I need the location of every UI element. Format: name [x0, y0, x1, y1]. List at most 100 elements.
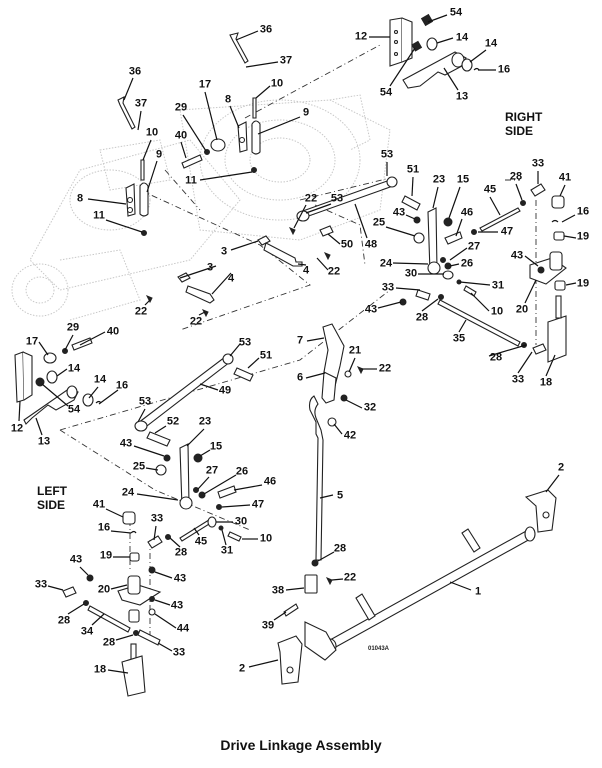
right-side-line-1: RIGHT	[505, 110, 543, 124]
callout-34: 34	[80, 625, 94, 638]
callout-15: 15	[456, 173, 470, 186]
callout-52: 52	[166, 415, 180, 428]
callout-33: 33	[511, 373, 525, 386]
callout-22: 22	[343, 571, 357, 584]
right-side-label: RIGHT SIDE	[505, 110, 542, 138]
callout-22: 22	[134, 305, 148, 318]
leader-lines	[18, 14, 577, 674]
callout-16: 16	[115, 379, 129, 392]
callout-43: 43	[119, 437, 133, 450]
callout-46: 46	[263, 475, 277, 488]
callout-28: 28	[174, 546, 188, 559]
part-38-39-clevis	[283, 574, 333, 617]
callout-30: 30	[234, 515, 248, 528]
callout-40: 40	[174, 129, 188, 142]
callout-32: 32	[363, 401, 377, 414]
callout-54: 54	[449, 6, 463, 19]
callout-43: 43	[170, 599, 184, 612]
callout-2: 2	[238, 662, 246, 675]
callout-46: 46	[460, 206, 474, 219]
callout-15: 15	[209, 440, 223, 453]
fasteners-right-upper	[411, 13, 480, 72]
part-51-52-links	[146, 195, 421, 447]
diagram-title: Drive Linkage Assembly	[220, 737, 382, 753]
callout-24: 24	[121, 486, 135, 499]
callout-4: 4	[302, 264, 310, 277]
callout-25: 25	[132, 460, 146, 473]
callout-22: 22	[378, 362, 392, 375]
callout-10: 10	[270, 77, 284, 90]
callout-29: 29	[174, 101, 188, 114]
callout-5: 5	[336, 489, 344, 502]
part-pivot-stack-left	[62, 511, 163, 697]
callout-20: 20	[97, 583, 111, 596]
callout-18: 18	[539, 376, 553, 389]
callout-10: 10	[490, 305, 504, 318]
part-45-rods	[165, 200, 526, 542]
callout-11: 11	[185, 174, 197, 187]
callout-45: 45	[194, 535, 208, 548]
callout-42: 42	[343, 429, 357, 442]
callout-35: 35	[452, 332, 466, 345]
callout-26: 26	[460, 257, 474, 270]
callout-50: 50	[340, 238, 354, 251]
part-pivot-stack-right	[521, 183, 567, 363]
callout-33: 33	[34, 578, 48, 591]
callout-37: 37	[279, 54, 293, 67]
callout-9: 9	[155, 148, 163, 161]
callout-25: 25	[372, 216, 386, 229]
callout-43: 43	[173, 572, 187, 585]
part-12-bracket-right	[389, 17, 413, 67]
callout-23: 23	[198, 415, 212, 428]
left-side-line-1: LEFT	[37, 484, 67, 498]
callout-28: 28	[333, 542, 347, 555]
callout-16: 16	[497, 63, 511, 76]
callout-33: 33	[150, 512, 164, 525]
callout-53: 53	[380, 148, 394, 161]
callout-10: 10	[145, 126, 159, 139]
callout-12: 12	[354, 30, 368, 43]
callout-14: 14	[455, 31, 469, 44]
callout-39: 39	[261, 619, 275, 632]
transmission-background	[11, 94, 391, 321]
callout-41: 41	[558, 171, 572, 184]
callout-27: 27	[467, 240, 481, 253]
callout-21: 21	[348, 344, 362, 357]
callout-53: 53	[138, 395, 152, 408]
callout-8: 8	[76, 192, 84, 205]
callout-22: 22	[189, 315, 203, 328]
callout-9: 9	[302, 106, 310, 119]
part-48-rod	[296, 176, 398, 237]
callout-43: 43	[510, 249, 524, 262]
callout-36: 36	[259, 23, 273, 36]
callout-16: 16	[97, 521, 111, 534]
callout-43: 43	[69, 553, 83, 566]
callout-1: 1	[474, 585, 482, 598]
callout-14: 14	[67, 362, 81, 375]
callout-19: 19	[99, 549, 113, 562]
callout-54: 54	[379, 86, 393, 99]
part-13-arm-right	[402, 51, 467, 89]
callout-53: 53	[330, 192, 344, 205]
callout-30: 30	[404, 267, 418, 280]
part-35-rod	[399, 289, 521, 347]
callout-47: 47	[500, 225, 514, 238]
callout-28: 28	[57, 614, 71, 627]
callout-51: 51	[406, 163, 420, 176]
callout-51: 51	[259, 349, 273, 362]
callout-23: 23	[432, 173, 446, 186]
callout-27: 27	[205, 464, 219, 477]
callout-45: 45	[483, 183, 497, 196]
part-8-9-bracket-upper	[237, 97, 261, 173]
callout-53: 53	[238, 336, 252, 349]
callout-20: 20	[515, 303, 529, 316]
callout-44: 44	[176, 622, 190, 635]
alignment-lines	[59, 44, 537, 640]
part-1-cross-shaft	[304, 526, 536, 661]
callout-49: 49	[218, 384, 232, 397]
callout-19: 19	[576, 230, 590, 243]
right-side-line-2: SIDE	[505, 124, 534, 138]
part-6-7-control-arm	[321, 323, 364, 427]
callout-3: 3	[206, 261, 214, 274]
